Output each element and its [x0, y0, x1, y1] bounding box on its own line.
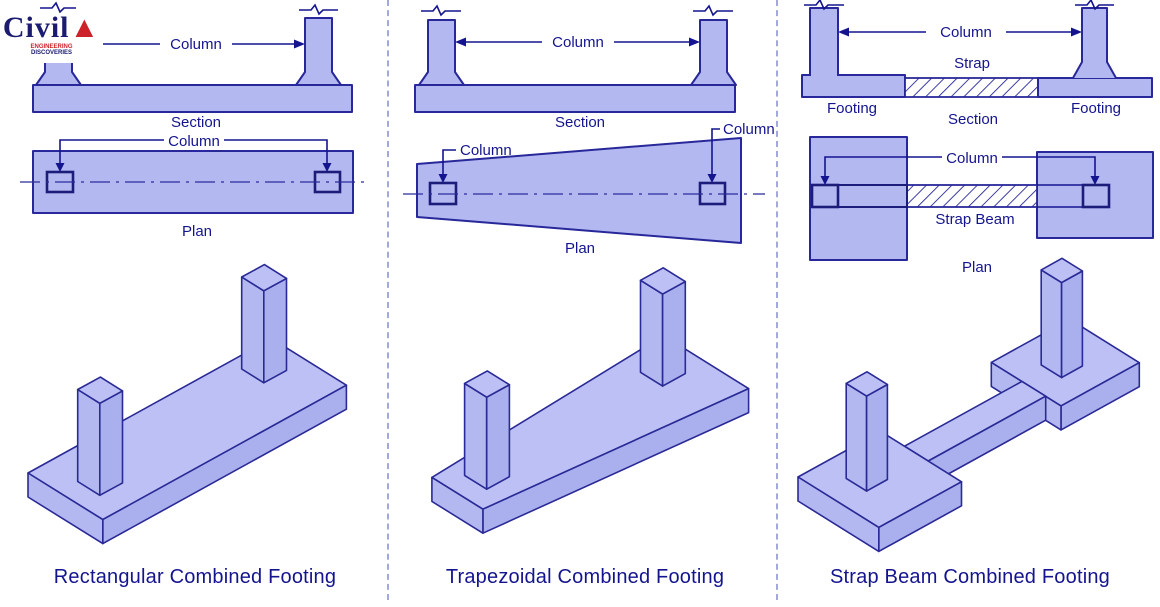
slab-left-face: [27, 472, 104, 545]
right-column-section: [295, 17, 342, 86]
column-front-face: [99, 390, 124, 497]
arrowhead-down-icon: [1090, 176, 1100, 185]
column-top-face: [463, 370, 511, 398]
column-left-face: [463, 382, 488, 490]
footing-slab-section: [414, 84, 736, 113]
plan-strap-beam-label: Strap Beam: [935, 211, 1014, 228]
caption-trapezoidal: Trapezoidal Combined Footing: [445, 566, 725, 588]
plan-column-right-label: Column: [723, 121, 775, 138]
column-leader-lines: [824, 156, 1096, 179]
arrowhead-left-icon: [838, 27, 849, 37]
panel-divider: [387, 0, 389, 600]
left-pad-left-face: [797, 476, 880, 553]
footing-right-label: Footing: [1071, 100, 1121, 117]
footing-slab-section: [32, 84, 353, 113]
plan-view-label: Plan: [565, 240, 595, 257]
strap-beam-plan-hatched: [906, 184, 1038, 208]
arrowhead-right-icon: [689, 37, 700, 47]
column-top-face: [845, 371, 889, 397]
plan-view-label: Plan: [182, 223, 212, 240]
trapezoidal-2d-diagram: Column Section Column Column Plan: [403, 4, 775, 257]
strap-section-hatched: [904, 77, 1039, 98]
column-left-face: [76, 388, 101, 497]
slab-left-face: [431, 476, 484, 535]
arrowhead-down-icon: [707, 174, 717, 183]
arrowhead-down-icon: [322, 163, 332, 172]
column-leader-right: [711, 128, 720, 177]
strap-beam-over-right-footing: [1037, 184, 1083, 208]
arrowhead-right-icon: [1071, 27, 1082, 37]
logo-subtitle-discoveries: DISCOVERIES: [30, 50, 72, 56]
plan-column-left-label: Column: [460, 142, 512, 159]
break-mark-icon: [804, 0, 844, 11]
column-top-face: [639, 267, 687, 295]
section-column-label: Column: [552, 34, 604, 51]
column-left-face: [639, 279, 664, 387]
break-mark-icon: [693, 4, 733, 17]
break-mark-icon: [421, 4, 461, 17]
section-view-label: Section: [555, 114, 605, 131]
column-leader-lines: [59, 139, 328, 166]
column-front-face: [865, 383, 889, 492]
break-mark-icon: [1075, 0, 1114, 11]
plan-view-label: Plan: [962, 259, 992, 276]
section-column-label: Column: [170, 36, 222, 53]
column-front-face: [1060, 270, 1084, 379]
left-column-plan: [810, 183, 840, 209]
column-leader-left: [442, 149, 456, 177]
plan-column-label: Column: [946, 150, 998, 167]
strap-beam-2d-diagram: Column Strap Footing Footing Section Col…: [801, 0, 1154, 276]
plan-column-label: Column: [168, 133, 220, 150]
caption-strap-beam: Strap Beam Combined Footing: [830, 566, 1110, 588]
strap-beam-3d-view: [797, 257, 1141, 553]
break-mark-icon: [299, 3, 338, 16]
footing-plan-trapezoid: [416, 137, 742, 244]
section-strap-label: Strap: [954, 55, 990, 72]
logo-subtitle-engineering: ENGINEERING: [30, 44, 73, 50]
trapezoidal-3d-view: [431, 267, 750, 535]
right-footing-section: [1037, 77, 1153, 98]
arrowhead-left-icon: [455, 37, 466, 47]
footing-left-label: Footing: [827, 100, 877, 117]
column-front-face: [661, 280, 687, 387]
section-column-label: Column: [940, 24, 992, 41]
caption-rectangular: Rectangular Combined Footing: [53, 566, 337, 588]
rectangular-2d-diagram: Column Section Column Plan: [20, 1, 368, 240]
arrowhead-down-icon: [55, 163, 65, 172]
column-front-face: [262, 277, 288, 384]
column-top-face: [1040, 257, 1084, 284]
right-column-section: [690, 19, 737, 86]
arrowhead-down-icon: [820, 176, 830, 185]
logo-wordmark: Civil▲: [2, 11, 101, 44]
panel-divider: [776, 0, 778, 600]
break-mark-icon: [40, 1, 76, 14]
column-top-face: [76, 376, 124, 405]
section-view-label: Section: [948, 111, 998, 128]
left-footing-section: [801, 74, 906, 98]
column-top-face: [240, 263, 288, 292]
civil-engineering-discoveries-logo: Civil▲ ENGINEERING DISCOVERIES: [0, 13, 103, 63]
right-column-section: [1072, 7, 1117, 79]
left-column-section: [809, 7, 839, 76]
rectangular-3d-view: [27, 263, 348, 545]
arrowhead-down-icon: [438, 174, 448, 183]
column-left-face: [845, 382, 868, 492]
column-left-face: [1040, 269, 1063, 379]
section-view-label: Section: [171, 114, 221, 131]
left-column-section: [418, 19, 465, 86]
column-front-face: [485, 383, 511, 490]
column-left-face: [240, 276, 265, 384]
arrowhead-right-icon: [294, 39, 305, 49]
right-column-plan: [1081, 183, 1111, 209]
